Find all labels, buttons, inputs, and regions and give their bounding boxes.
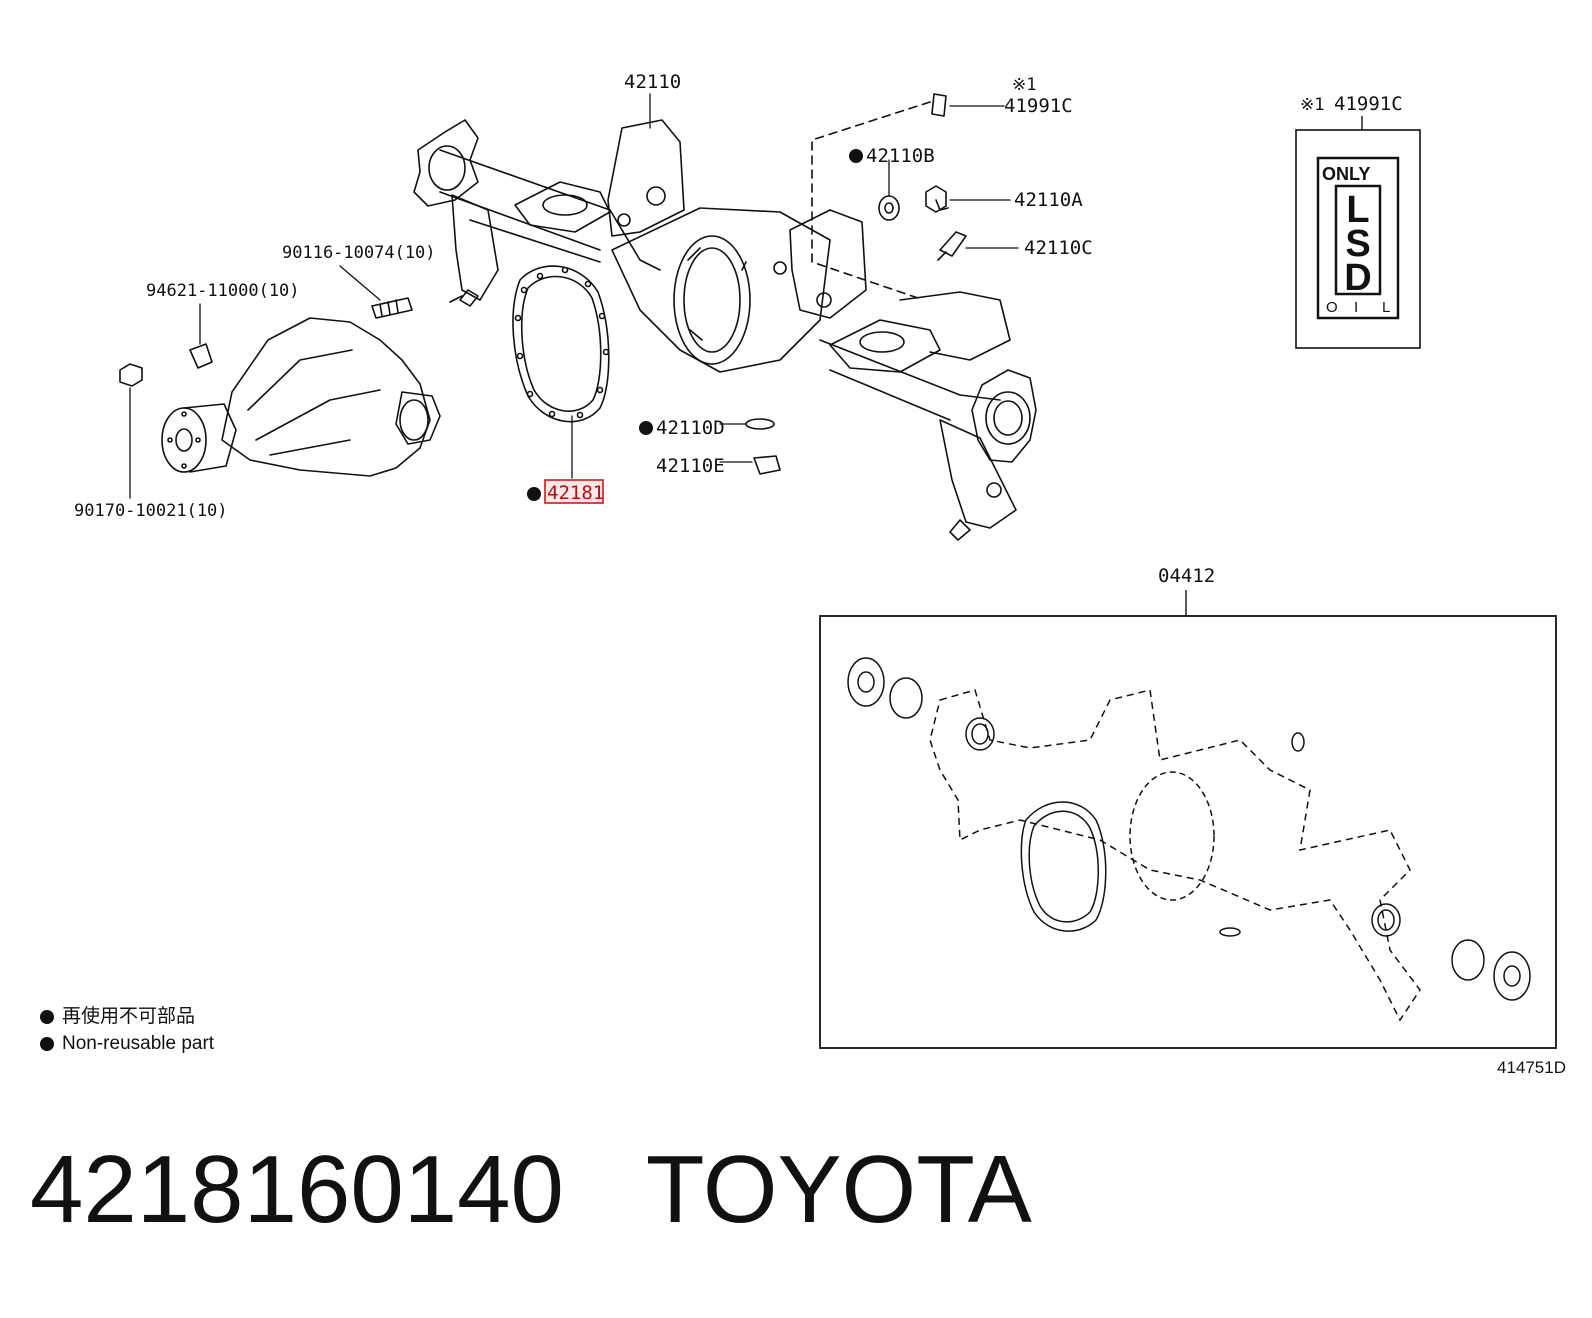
plate-letter-l: L <box>1346 189 1369 231</box>
differential-carrier <box>161 317 441 477</box>
stud-90116 <box>371 297 413 319</box>
non-reusable-dot <box>527 487 541 501</box>
gasket-42181 <box>512 265 610 423</box>
legend-dot <box>40 1009 54 1024</box>
plate-bottom-i: I <box>1354 299 1358 316</box>
label-41991C: 41991C <box>1004 95 1073 117</box>
plug-42110E <box>753 455 781 475</box>
label-42110A: 42110A <box>1014 189 1083 211</box>
legend-text-en: Non-reusable part <box>62 1033 215 1054</box>
label-94621: 94621-11000(10) <box>146 281 300 301</box>
non-reusable-dot <box>639 421 653 435</box>
label-42110D: 42110D <box>656 417 725 439</box>
tag-41991C <box>931 93 947 117</box>
highlight-box <box>544 479 604 504</box>
plate-bottom-o: O <box>1326 299 1338 316</box>
legend-text-ja: 再使用不可部品 <box>62 1006 196 1027</box>
label-mark-1: ※1 <box>1012 75 1036 95</box>
plate-bottom-l: L <box>1382 299 1390 316</box>
label-90116: 90116-10074(10) <box>282 243 436 263</box>
part-number: 4218160140 <box>30 1136 564 1243</box>
plug-42110B <box>878 195 900 221</box>
dashed-connector <box>811 101 931 299</box>
breather-42110C <box>937 231 967 261</box>
plug-42110A <box>925 185 949 213</box>
axle-housing <box>413 119 1037 541</box>
plate-letter-s: S <box>1345 223 1370 265</box>
legend-dot <box>40 1036 54 1051</box>
label-42110E: 42110E <box>656 455 725 477</box>
legend-row-ja: 再使用不可部品 <box>40 1003 214 1030</box>
legend-row-en: Non-reusable part <box>40 1030 214 1057</box>
gasket-kit-04412: 04412 <box>819 565 1557 1049</box>
footer-title: 4218160140 TOYOTA <box>30 1135 1032 1245</box>
plate-letter-d: D <box>1344 257 1371 299</box>
label-04412: 04412 <box>1158 565 1215 587</box>
diagram-code: 414751D <box>1496 1058 1566 1077</box>
washer-94621 <box>189 343 213 369</box>
non-reusable-dot <box>849 149 863 163</box>
label-42110B: 42110B <box>866 145 935 167</box>
plate-part-label: 41991C <box>1334 93 1403 115</box>
plate-top-text: ONLY <box>1322 164 1370 184</box>
plate-mark: ※1 <box>1300 95 1324 115</box>
brand-name: TOYOTA <box>645 1136 1032 1243</box>
part-labels: 42110 ※1 41991C 42110B 42110A 42110C 901… <box>74 71 1093 521</box>
legend: 再使用不可部品 Non-reusable part <box>40 1003 214 1057</box>
label-42110C: 42110C <box>1024 237 1093 259</box>
lsd-oil-plate: ※1 41991C ONLY L S D O I L <box>1295 93 1421 349</box>
washer-42110D <box>745 418 775 430</box>
nut-90170 <box>119 363 143 387</box>
label-42110: 42110 <box>624 71 681 93</box>
label-42181: 42181 <box>547 482 604 504</box>
leader-lines <box>129 93 1019 499</box>
label-90170: 90170-10021(10) <box>74 501 228 521</box>
